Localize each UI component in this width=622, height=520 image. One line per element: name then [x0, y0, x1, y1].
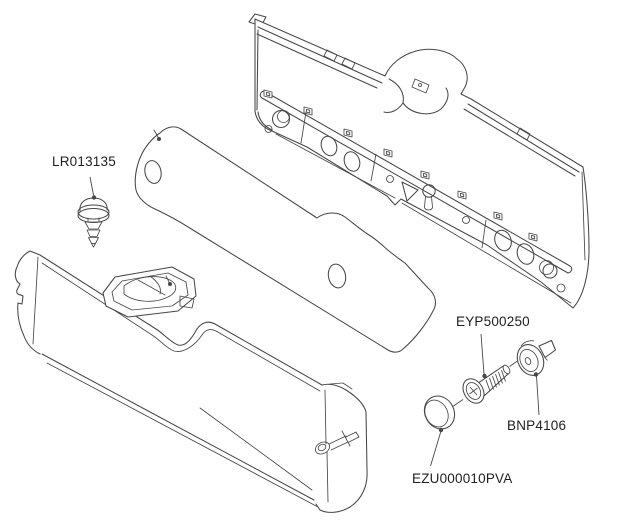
assembly-axis-line	[451, 360, 518, 408]
trim-clip-drawing	[77, 197, 110, 248]
screw-drawing	[462, 364, 511, 404]
seal-gasket-drawing	[134, 126, 436, 353]
lower-trim-panel-drawing	[14, 250, 368, 513]
part-label-ezu000010pva[interactable]: EZU000010PVA	[412, 471, 513, 486]
part-label-lr013135[interactable]: LR013135	[52, 154, 116, 169]
part-label-bnp4106[interactable]: BNP4106	[507, 418, 567, 433]
leader-line-eyp500250	[480, 333, 487, 379]
part-label-eyp500250[interactable]: EYP500250	[456, 314, 530, 329]
leader-line-lr013135	[89, 176, 97, 200]
handle-cup-drawing	[102, 266, 197, 318]
grommet-nut-drawing	[516, 339, 557, 376]
cover-cap-drawing	[423, 395, 456, 430]
leader-line-ezu000010pva	[430, 427, 444, 467]
tailgate-inner-panel-drawing	[248, 13, 590, 309]
leader-line-bnp4106	[533, 372, 540, 416]
